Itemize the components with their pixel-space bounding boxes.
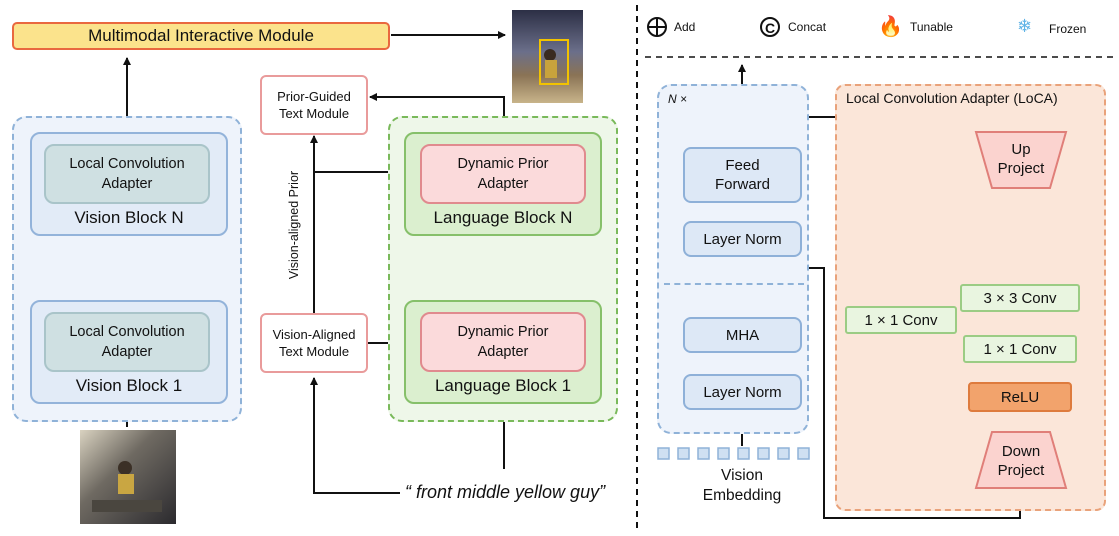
up-project-shape: [974, 131, 1068, 189]
snowflake-icon: ❄: [1017, 16, 1033, 36]
legend-concat-label: Concat: [788, 20, 827, 34]
dynamic-prior-adapter-1: Dynamic Prior Adapter: [420, 312, 586, 372]
vision-embedding-line1: Vision: [721, 467, 763, 484]
adapter-line1: Local Convolution: [69, 324, 185, 340]
vision-embedding-label: Vision Embedding: [676, 466, 808, 506]
legend-add-label: Add: [674, 20, 696, 34]
multimodal-interactive-module: Multimodal Interactive Module: [12, 22, 390, 50]
loca-title: Local Convolution Adapter (LoCA): [846, 90, 1058, 106]
layer-separator: [664, 283, 804, 285]
target-box: [539, 39, 569, 85]
dynamic-prior-adapter-n: Dynamic Prior Adapter: [420, 144, 586, 204]
layer-norm-top-block: Layer Norm: [683, 221, 802, 257]
input-image: [80, 430, 176, 524]
output-image: [512, 10, 583, 103]
local-conv-adapter-n: Local Convolution Adapter: [44, 144, 210, 204]
legend-tunable-label: Tunable: [910, 20, 953, 34]
flame-icon: 🔥: [878, 16, 903, 38]
feed-forward-line2: Forward: [714, 176, 770, 193]
legend-add-icon: [647, 17, 667, 37]
vision-aligned-line1: Vision-Aligned: [272, 327, 356, 342]
language-block-1-label: Language Block 1: [434, 376, 572, 395]
vision-embedding-line2: Embedding: [702, 487, 782, 504]
layer-norm-top-label: Layer Norm: [703, 230, 782, 248]
embedding-tokens: [657, 447, 810, 460]
up-project-line1: Up: [1011, 141, 1031, 158]
prior-guided-text-module: Prior-Guided Text Module: [260, 75, 368, 135]
vision-aligned-line2: Text Module: [278, 344, 350, 359]
feed-forward-line1: Feed: [725, 157, 760, 174]
adapter-line1: Dynamic Prior: [457, 156, 549, 172]
language-block-n-label: Language Block N: [433, 208, 573, 227]
down-project-shape: [974, 431, 1068, 489]
relu-block: ReLU: [968, 382, 1072, 412]
conv1x1-left-block: 1 × 1 Conv: [845, 306, 957, 334]
prior-guided-line1: Prior-Guided: [277, 89, 351, 104]
adapter-line1: Dynamic Prior: [457, 324, 549, 340]
conv3x3-label: 3 × 3 Conv: [983, 289, 1057, 307]
conv1x1-left-label: 1 × 1 Conv: [864, 311, 938, 329]
vision-block-n-label: Vision Block N: [74, 208, 184, 227]
prior-guided-line2: Text Module: [278, 106, 350, 121]
vision-aligned-text-module: Vision-Aligned Text Module: [260, 313, 368, 373]
mha-block: MHA: [683, 317, 802, 353]
relu-label: ReLU: [1000, 388, 1040, 406]
mha-label: MHA: [725, 326, 760, 344]
layer-norm-bottom-block: Layer Norm: [683, 374, 802, 410]
vision-aligned-prior-label: Vision-aligned Prior: [287, 170, 301, 280]
mim-label: Multimodal Interactive Module: [88, 26, 314, 45]
legend-concat-icon: C: [760, 17, 780, 37]
svg-text:C: C: [765, 20, 775, 36]
up-project-block: Up Project: [974, 134, 1068, 184]
adapter-line2: Adapter: [477, 176, 529, 192]
adapter-line2: Adapter: [101, 344, 153, 360]
up-project-line2: Project: [997, 160, 1045, 177]
adapter-line2: Adapter: [477, 344, 529, 360]
conv3x3-block: 3 × 3 Conv: [960, 284, 1080, 312]
down-project-block: Down Project: [974, 436, 1068, 486]
adapter-line1: Local Convolution: [69, 156, 185, 172]
adapter-line2: Adapter: [101, 176, 153, 192]
repeat-n-label: N ×: [668, 92, 688, 106]
query-text: “ front middle yellow guy”: [405, 482, 606, 502]
local-conv-adapter-1: Local Convolution Adapter: [44, 312, 210, 372]
down-project-line1: Down: [1001, 443, 1041, 460]
down-project-line2: Project: [997, 462, 1045, 479]
vision-block-1-label: Vision Block 1: [75, 376, 183, 395]
legend-frozen-label: Frozen: [1049, 22, 1087, 36]
conv1x1-right-block: 1 × 1 Conv: [963, 335, 1077, 363]
layer-norm-bottom-label: Layer Norm: [703, 383, 782, 401]
feed-forward-block: Feed Forward: [683, 147, 802, 203]
conv1x1-right-label: 1 × 1 Conv: [983, 340, 1057, 358]
